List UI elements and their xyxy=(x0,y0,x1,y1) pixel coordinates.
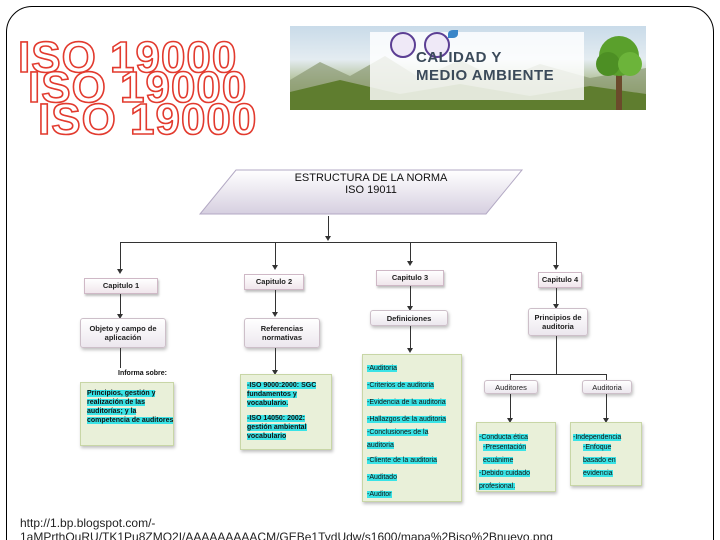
chapter-2-ref-2: -ISO 14050: 2002: gestión ambiental voca… xyxy=(247,415,307,440)
chapter-1-detail-box: Principios, gestión y realización de las… xyxy=(80,382,174,446)
banner-title-line1: CALIDAD Y xyxy=(416,49,502,66)
chapter-1-child: Objeto y campo de aplicación xyxy=(80,318,166,348)
connector-line xyxy=(275,290,276,314)
source-url[interactable]: http://1.bp.blogspot.com/- 1aMPrthOuRU/T… xyxy=(20,516,553,540)
connector-line xyxy=(410,286,411,308)
connector-line xyxy=(120,242,556,243)
connector-line xyxy=(510,374,511,380)
principle-item: -Independencia xyxy=(573,434,622,441)
banner-image: CALIDAD Y MEDIO AMBIENTE xyxy=(290,26,646,110)
connector-line xyxy=(410,242,411,264)
chapter-2-child: Referencias normativas xyxy=(244,318,320,348)
connector-line xyxy=(120,294,121,316)
term-item: -Hallazgos de la auditoria xyxy=(367,416,446,423)
root-node: ESTRUCTURA DE LA NORMA ISO 19011 xyxy=(196,168,526,216)
concept-map: ESTRUCTURA DE LA NORMA ISO 19011 Capitul… xyxy=(80,168,680,508)
connector-line xyxy=(556,242,557,268)
connector-line xyxy=(510,394,511,420)
connector-line xyxy=(556,336,557,374)
chapter-1-detail-text: Principios, gestión y realización de las… xyxy=(87,389,175,425)
connector-line xyxy=(120,348,121,368)
arrow-head xyxy=(272,370,278,375)
arrow-head xyxy=(507,418,513,423)
arrow-head xyxy=(407,261,413,266)
chapter-4-node: Capitulo 4 xyxy=(538,272,582,288)
arrow-head xyxy=(553,265,559,270)
banner-title: CALIDAD Y MEDIO AMBIENTE xyxy=(416,49,554,85)
auditoria-detail-list: -Independencia -Enfoque basado en eviden… xyxy=(571,423,641,479)
root-line1: ESTRUCTURA DE LA NORMA xyxy=(294,172,448,184)
chapter-3-terms-list: -Auditoria -Criterios de auditoria -Evid… xyxy=(363,355,461,500)
tree-icon xyxy=(596,36,642,110)
auditoria-detail-box: -Independencia -Enfoque basado en eviden… xyxy=(570,422,642,486)
seal-icon xyxy=(424,32,450,58)
root-node-shape xyxy=(198,169,524,215)
term-item: -Auditado xyxy=(367,474,397,481)
auditores-node: Auditores xyxy=(484,380,538,394)
chapter-1-detail-highlight: Principios, gestión y realización de las… xyxy=(87,390,174,424)
connector-line xyxy=(120,242,121,272)
chapter-2-detail-box: -ISO 9000:2000: SGC fundamentos y vocabu… xyxy=(240,374,332,450)
chapter-3-child: Definiciones xyxy=(370,310,448,326)
connector-line xyxy=(275,242,276,268)
arrow-head xyxy=(272,312,278,317)
principle-item: -Enfoque basado en evidencia xyxy=(583,444,616,477)
seal-icon xyxy=(390,32,416,58)
banner-title-line2: MEDIO AMBIENTE xyxy=(416,67,555,84)
source-url-line1[interactable]: http://1.bp.blogspot.com/- xyxy=(20,516,156,530)
root-line2: ISO 19011 xyxy=(345,184,397,196)
chapter-2-ref-1: -ISO 9000:2000: SGC fundamentos y vocabu… xyxy=(247,382,317,407)
iso-title-text: ISO 19000 xyxy=(17,33,238,82)
arrow-head xyxy=(117,314,123,319)
arrow-head xyxy=(325,236,331,241)
term-item: -Criterios de auditoria xyxy=(367,382,434,389)
chapter-2-node: Capitulo 2 xyxy=(244,274,304,290)
chapter-1-node: Capitulo 1 xyxy=(84,278,158,294)
connector-line xyxy=(606,374,607,380)
principle-item: -Conducta ética xyxy=(479,434,529,441)
source-url-line2[interactable]: 1aMPrthOuRU/TK1Pu8ZMO2I/AAAAAAAAACM/GEBe… xyxy=(20,530,553,540)
term-item: -Auditoria xyxy=(367,365,397,372)
term-item: -Conclusiones de la auditoria xyxy=(367,429,429,449)
connector-line xyxy=(275,348,276,372)
auditores-detail-box: -Conducta ética -Presentación ecuánime -… xyxy=(476,422,556,492)
principle-item: -Presentación ecuánime xyxy=(483,444,527,464)
chapter-3-terms-box: -Auditoria -Criterios de auditoria -Evid… xyxy=(362,354,462,502)
arrow-head xyxy=(407,348,413,353)
principle-item: -Debido cuidado profesional. xyxy=(479,470,530,490)
root-node-label: ESTRUCTURA DE LA NORMA ISO 19011 xyxy=(236,172,506,196)
connector-line xyxy=(606,394,607,420)
iso-title-text: ISO 19000 xyxy=(37,95,258,144)
chapter-3-node: Capitulo 3 xyxy=(376,270,444,286)
term-item: -Cliente de la auditoria xyxy=(367,457,438,464)
connector-line xyxy=(510,374,606,375)
term-item: -Auditor xyxy=(367,491,392,498)
auditores-detail-list: -Conducta ética -Presentación ecuánime -… xyxy=(477,423,555,492)
leaf-icon xyxy=(448,30,458,38)
chapter-1-note: Informa sobre: xyxy=(118,370,168,377)
arrow-head xyxy=(117,269,123,274)
auditoria-node: Auditoria xyxy=(582,380,632,394)
arrow-head xyxy=(553,304,559,309)
connector-line xyxy=(328,216,329,238)
iso-title-text: ISO 19000 xyxy=(27,63,248,112)
term-item: -Evidencia de la auditoria xyxy=(367,399,446,406)
connector-line xyxy=(556,288,557,306)
connector-line xyxy=(410,326,411,350)
slide-frame xyxy=(6,6,714,540)
chapter-4-child: Principios de auditoria xyxy=(528,308,588,336)
arrow-head xyxy=(603,418,609,423)
arrow-head xyxy=(272,265,278,270)
arrow-head xyxy=(407,306,413,311)
chapter-2-detail-text: -ISO 9000:2000: SGC fundamentos y vocabu… xyxy=(247,381,329,441)
